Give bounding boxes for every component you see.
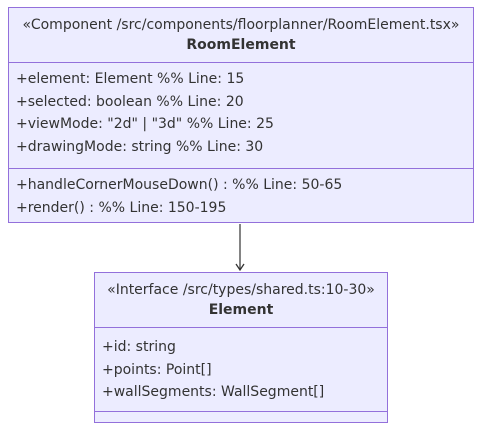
- class-header: «Interface /src/types/shared.ts:10-30» E…: [95, 273, 387, 328]
- attributes-section: +id: string +points: Point[] +wallSegmen…: [95, 328, 387, 412]
- attribute-item: +element: Element %% Line: 15: [16, 71, 245, 87]
- class-stereotype: «Interface /src/types/shared.ts:10-30»: [107, 282, 375, 298]
- attribute-item: +points: Point[]: [102, 361, 212, 378]
- class-name: Element: [208, 302, 274, 318]
- method-item: +render() : %% Line: 150-195: [16, 199, 227, 216]
- methods-section: +handleCornerMouseDown() : %% Line: 50-6…: [9, 169, 473, 222]
- attributes-section: +element: Element %% Line: 15 +selected:…: [9, 63, 473, 169]
- method-item: +handleCornerMouseDown() : %% Line: 50-6…: [16, 177, 343, 193]
- attribute-item: +id: string: [102, 339, 176, 355]
- attribute-item: +wallSegments: WallSegment[]: [102, 384, 325, 400]
- class-box-roomelement[interactable]: «Component /src/components/floorplanner/…: [8, 7, 474, 223]
- attribute-item: +selected: boolean %% Line: 20: [16, 93, 244, 110]
- class-stereotype: «Component /src/components/floorplanner/…: [22, 17, 460, 33]
- attribute-item: +viewMode: "2d" | "3d" %% Line: 25: [16, 116, 274, 132]
- class-header: «Component /src/components/floorplanner/…: [9, 8, 473, 63]
- attribute-item: +drawingMode: string %% Line: 30: [16, 138, 264, 155]
- class-name: RoomElement: [186, 37, 296, 53]
- class-box-element[interactable]: «Interface /src/types/shared.ts:10-30» E…: [94, 272, 388, 423]
- methods-section: [95, 412, 387, 422]
